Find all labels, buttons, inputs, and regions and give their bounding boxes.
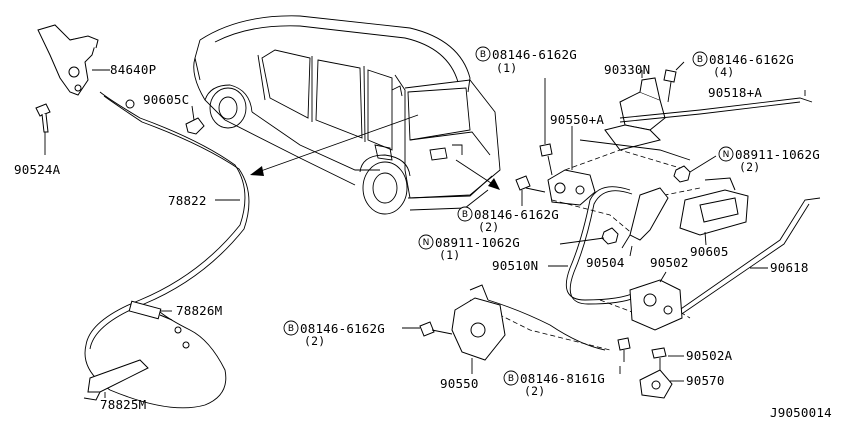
bolt-symbol-b2 [692,51,708,67]
rod-90550 [487,299,606,351]
bolt-b1 [539,143,553,176]
actuator-90550A [547,169,596,206]
nut-n2 [601,227,619,245]
striker-90570 [639,369,673,399]
nut-symbol-n2-letter: N [423,238,430,248]
handle-78825M [83,359,149,401]
label-b1-qty: (1) [496,61,517,75]
lock-90502 [629,279,683,331]
pointer-arrowhead-left [250,166,264,176]
label-n1-number: 08911-1062G [735,147,820,162]
label-78826M: 78826M [176,303,222,318]
cable-90510N-outer [569,190,643,305]
label-90605: 90605 [690,244,729,259]
label-78822: 78822 [168,193,207,208]
clip-90605C [125,99,205,135]
leader-n2 [559,237,605,245]
bolt-symbol-b5 [503,370,519,386]
bolt-symbol-b1-letter: B [480,50,486,60]
leader-90605 [704,231,707,246]
nut-n1 [673,165,691,183]
bolt-symbol-b5-letter: B [508,374,514,384]
rod-link [579,139,691,161]
vehicle-outline [193,15,501,215]
pointer-arrow-right [455,159,495,186]
dash-1 [551,199,641,241]
leader-90504 [629,245,633,257]
leader-b2 [675,61,685,71]
rod-90618-b [669,203,810,323]
cable-78822 [85,91,246,346]
bolt-b4 [419,321,453,337]
connector-78826M [128,300,190,349]
cable-90510N [565,186,641,301]
label-78825M: 78825M [100,397,146,412]
label-b5-qty: (2) [524,384,545,398]
label-90550A: 90550+A [550,112,604,127]
nut-symbol-n1 [718,146,734,162]
opener-lever-assembly [37,24,99,96]
bolt-b2 [663,69,677,83]
label-90502A: 90502A [686,348,733,363]
label-b1-number: 08146-6162G [492,47,577,62]
nut-symbol-n1-letter: N [723,150,730,160]
label-90518A: 90518+A [708,85,762,100]
label-90550: 90550 [440,376,479,391]
bolt-b2-shank [667,81,672,103]
label-90605C: 90605C [143,92,189,107]
label-84640P: 84640P [110,62,156,77]
nut-symbol-n2 [418,234,434,250]
label-n1-qty: (2) [739,160,760,174]
label-b5-number: 08146-8161G [520,371,605,386]
bolt-symbol-b3-letter: B [462,210,468,220]
bolt-90524A [35,103,51,133]
leader-n1 [689,155,717,173]
leader-90502 [659,271,667,283]
label-90504: 90504 [586,255,625,270]
screw-90502A [651,347,667,372]
label-b4-qty: (2) [304,334,325,348]
rod-90518A-b [619,101,801,123]
bolt-symbol-b1 [475,46,491,62]
label-90524A: 90524A [14,162,61,177]
bolt-b5 [617,337,631,362]
rod-90618 [664,197,821,321]
cable-78822-lower [84,311,227,409]
pointer-arrow-left [257,114,419,173]
bolt-b3 [515,175,546,193]
label-90570: 90570 [686,373,725,388]
bolt-symbol-b2-letter: B [697,55,703,65]
label-b3-qty: (2) [478,220,499,234]
label-b2-qty: (4) [713,65,734,79]
label-90510N: 90510N [492,258,538,273]
rod-90518A [619,97,813,119]
label-n2-number: 08911-1062G [435,235,520,250]
dash-2 [564,149,681,171]
pointer-arrowhead-right [488,178,500,190]
bolt-symbol-b3 [457,206,473,222]
leader-90605C [191,105,195,121]
label-b3-number: 08146-6162G [474,207,559,222]
bolt-symbol-b4-letter: B [288,324,294,334]
label-b4-number: 08146-6162G [300,321,385,336]
diagram-id: J9050014 [770,405,832,420]
label-n2-qty: (1) [439,248,460,262]
label-90502: 90502 [650,255,689,270]
label-90330N: 90330N [604,62,650,77]
label-b2-number: 08146-6162G [709,52,794,67]
label-90618: 90618 [770,260,809,275]
rod-90504 [621,187,669,249]
bolt-symbol-b4 [283,320,299,336]
actuator-90550 [451,284,506,361]
handle-90605 [679,177,749,236]
